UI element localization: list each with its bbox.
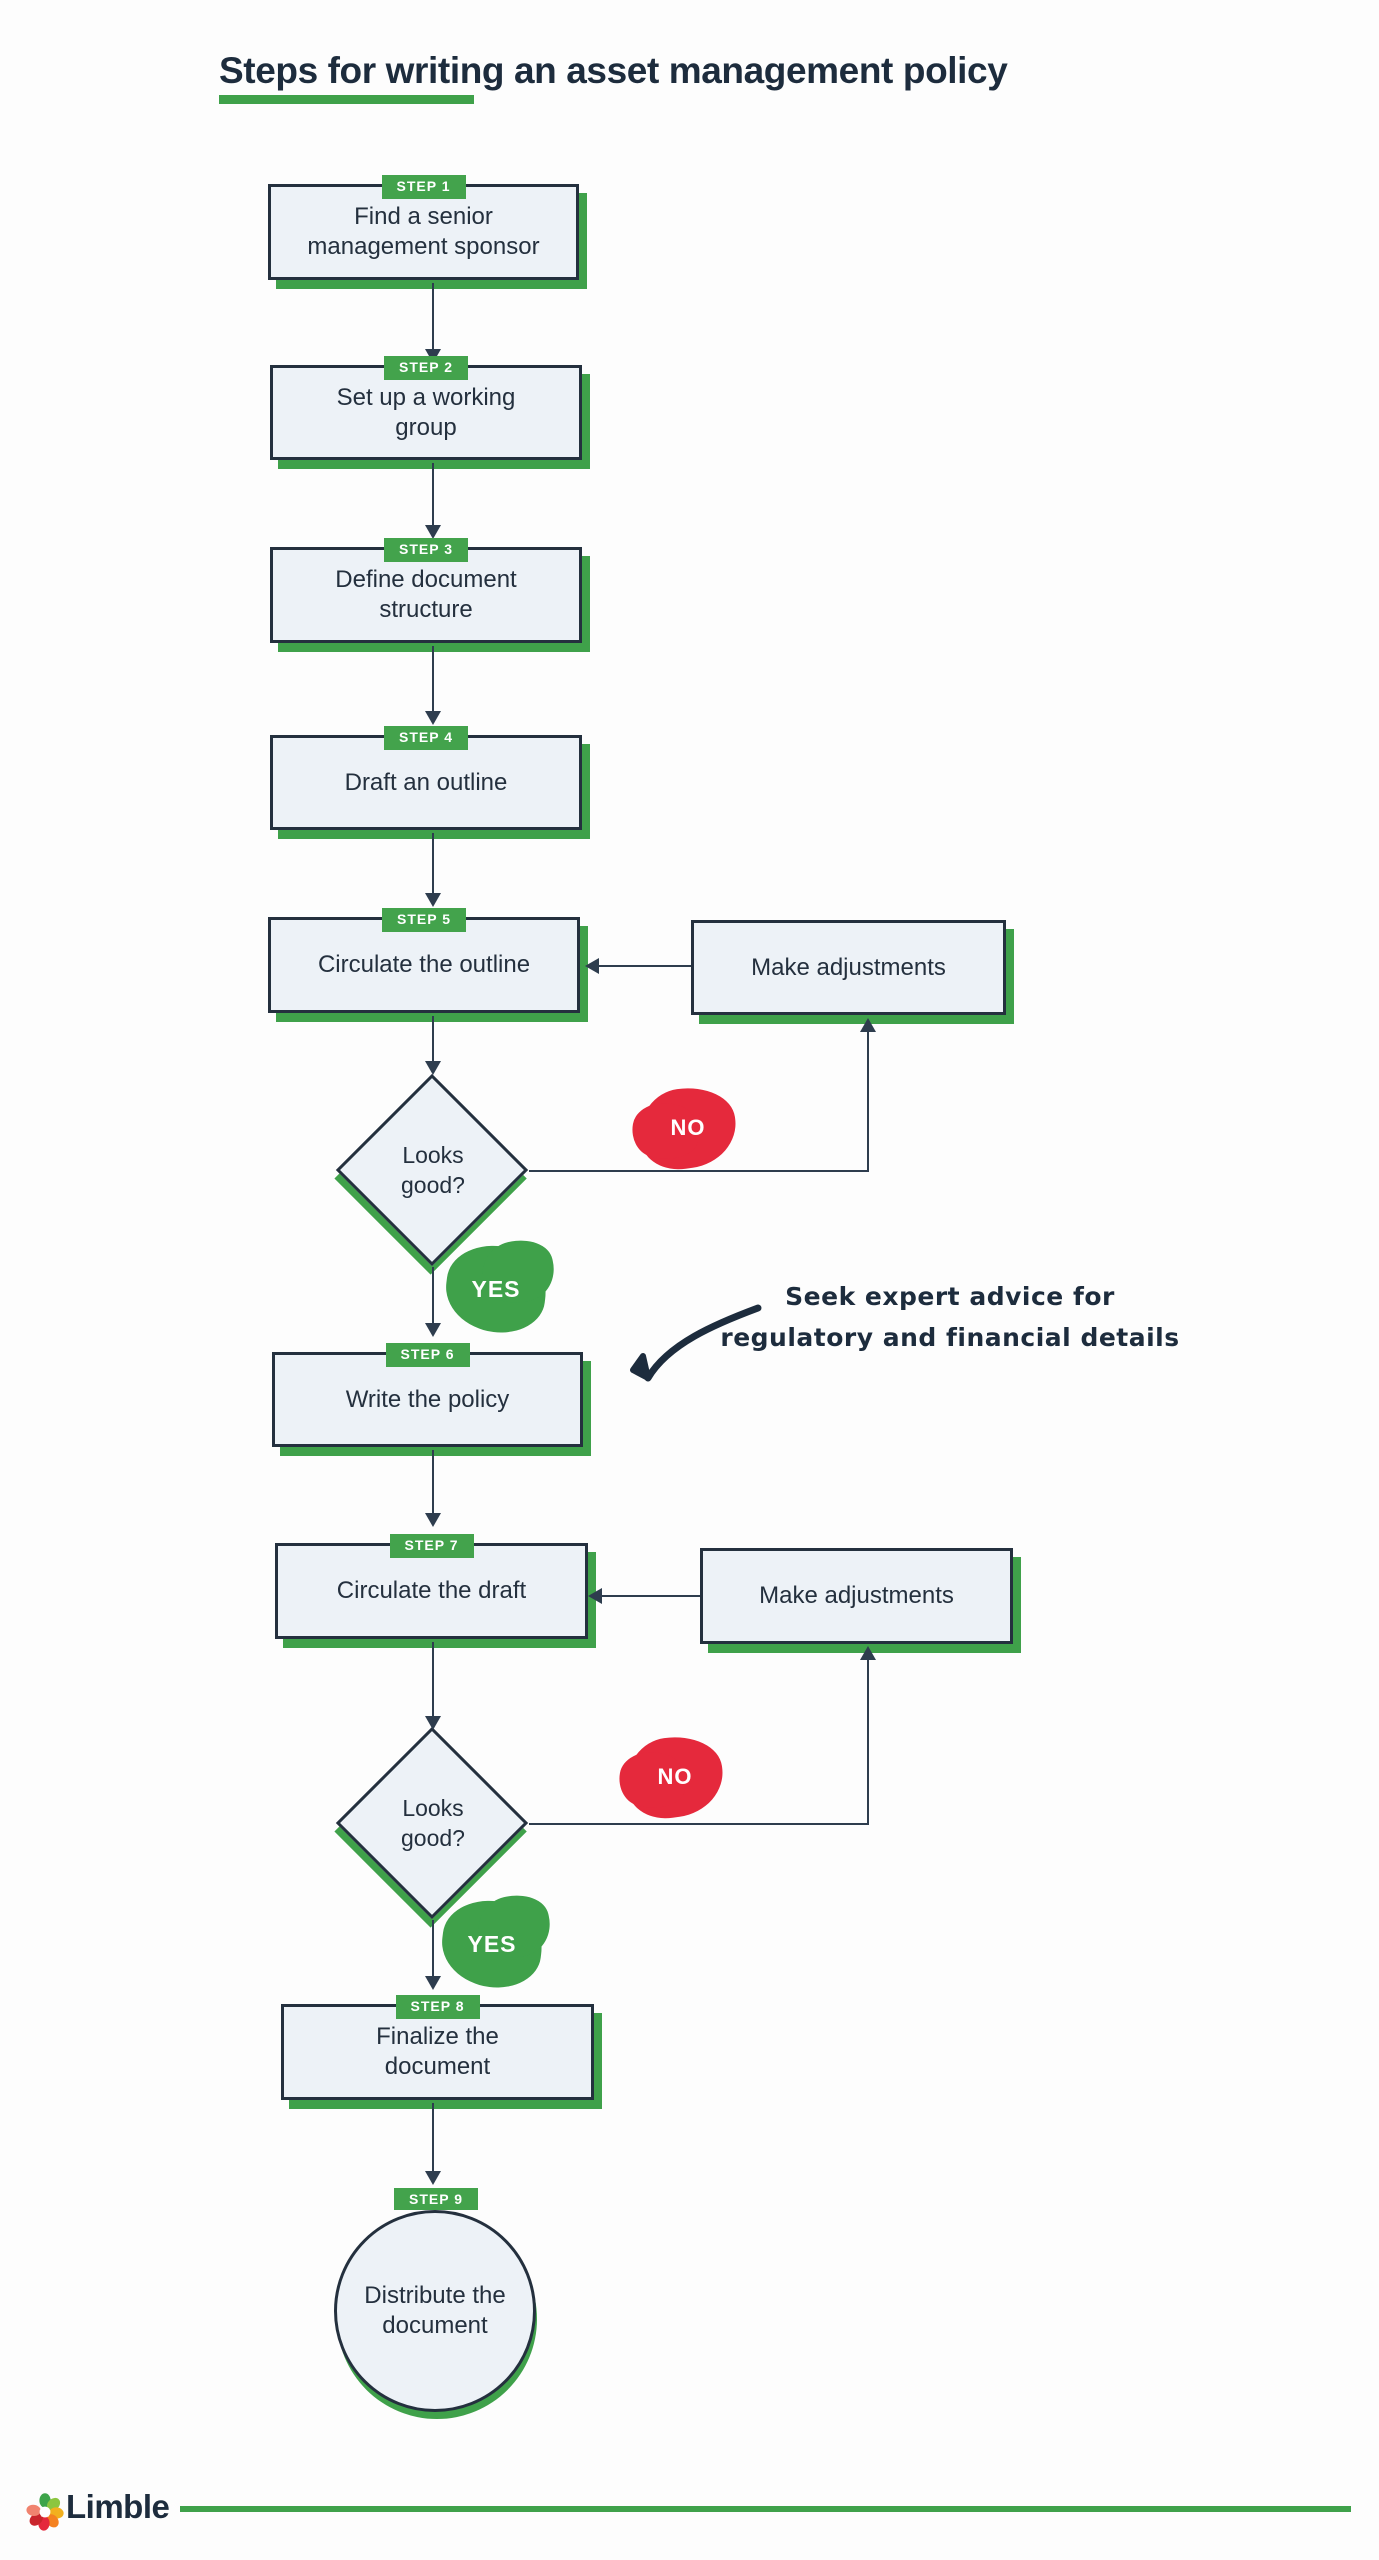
step-1-badge: STEP 1 [381, 175, 466, 199]
arrowhead-down-icon [425, 1323, 441, 1337]
connector-line [529, 1823, 869, 1825]
step-6-box: STEP 6 Write the policy [272, 1343, 583, 1447]
title-underline [219, 95, 474, 104]
step-1-label: Find a senior management sponsor [307, 203, 540, 260]
step-9-badge: STEP 9 [394, 2188, 478, 2210]
step-4-label: Draft an outline [344, 768, 508, 796]
connector-line [432, 833, 434, 893]
connector-line [432, 283, 434, 349]
arrowhead-left-icon [588, 1588, 602, 1604]
step-6-label: Write the policy [345, 1385, 510, 1413]
connector-line [432, 2103, 434, 2171]
make-adjustments-box-2: Make adjustments [700, 1548, 1013, 1644]
annotation-note: Seek expert advice for regulatory and fi… [700, 1276, 1200, 1359]
arrowhead-down-icon [425, 1513, 441, 1527]
connector-line [595, 1595, 700, 1597]
arrowhead-down-icon [425, 711, 441, 725]
arrowhead-down-icon [425, 2171, 441, 2185]
step-2-box: STEP 2 Set up a working group [270, 356, 582, 460]
step-2-label: Set up a working group [336, 383, 516, 441]
step-8-label: Finalize the document [376, 2023, 499, 2080]
no-label-1: NO [634, 1081, 742, 1175]
page-title: Steps for writing an asset management po… [219, 50, 1008, 91]
arrowhead-up-icon [860, 1018, 876, 1032]
step-1-box: STEP 1 Find a senior management sponsor [268, 175, 579, 280]
step-4-badge: STEP 4 [384, 726, 468, 750]
connector-line [432, 463, 434, 525]
step-7-label: Circulate the draft [336, 1577, 527, 1604]
decision-1-label: Looks good? [401, 1142, 465, 1198]
arrowhead-down-icon [425, 893, 441, 907]
connector-line [432, 1016, 434, 1061]
connector-line [529, 1170, 869, 1172]
connector-line [592, 965, 691, 967]
step-7-box: STEP 7 Circulate the draft [275, 1534, 588, 1639]
no-label-2: NO [621, 1730, 729, 1824]
arrowhead-up-icon [860, 1646, 876, 1660]
step-5-box: STEP 5 Circulate the outline [268, 908, 580, 1013]
annotation-line-2: regulatory and financial details [720, 1323, 1180, 1353]
connector-line [432, 646, 434, 711]
step-3-badge: STEP 3 [384, 538, 468, 562]
connector-line [432, 1267, 434, 1323]
limble-pinwheel-gear-icon [26, 2493, 64, 2531]
footer-divider-line [180, 2506, 1351, 2512]
make-adjustments-label-1: Make adjustments [751, 953, 946, 981]
step-2-badge: STEP 2 [384, 356, 468, 380]
connector-line [432, 1642, 434, 1716]
step-5-badge: STEP 5 [382, 908, 466, 932]
make-adjustments-label-2: Make adjustments [759, 1582, 954, 1609]
step-6-badge: STEP 6 [385, 1343, 470, 1367]
arrowhead-down-icon [425, 1716, 441, 1730]
yes-label-1: YES [441, 1240, 551, 1338]
step-8-badge: STEP 8 [395, 1995, 480, 2019]
step-3-box: STEP 3 Define document structure [270, 538, 582, 643]
arrowhead-left-icon [585, 958, 599, 974]
curved-hand-drawn-arrow-icon [630, 1304, 762, 1382]
step-5-label: Circulate the outline [317, 951, 531, 978]
connector-line [867, 1650, 869, 1825]
connector-line [432, 1450, 434, 1513]
decision-1-diamond: Looks good? [335, 1073, 529, 1267]
yes-label-2: YES [437, 1895, 547, 1993]
connector-line [432, 1920, 434, 1976]
arrowhead-down-icon [425, 1976, 441, 1990]
step-4-box: STEP 4 Draft an outline [270, 726, 582, 830]
decision-2-diamond: Looks good? [335, 1726, 529, 1920]
brand-wordmark: Limble [66, 2488, 170, 2525]
step-7-badge: STEP 7 [389, 1534, 474, 1558]
make-adjustments-box-1: Make adjustments [691, 920, 1006, 1015]
annotation-line-1: Seek expert advice for [785, 1282, 1115, 1311]
step-9-label: Distribute the document [364, 2282, 506, 2339]
arrowhead-down-icon [425, 525, 441, 539]
step-8-box: STEP 8 Finalize the document [281, 1995, 594, 2100]
decision-2-label: Looks good? [401, 1795, 465, 1851]
arrowhead-down-icon [425, 1061, 441, 1075]
step-3-label: Define document structure [335, 566, 517, 623]
connector-line [867, 1022, 869, 1172]
step-9-circle: Distribute the document [334, 2210, 536, 2412]
